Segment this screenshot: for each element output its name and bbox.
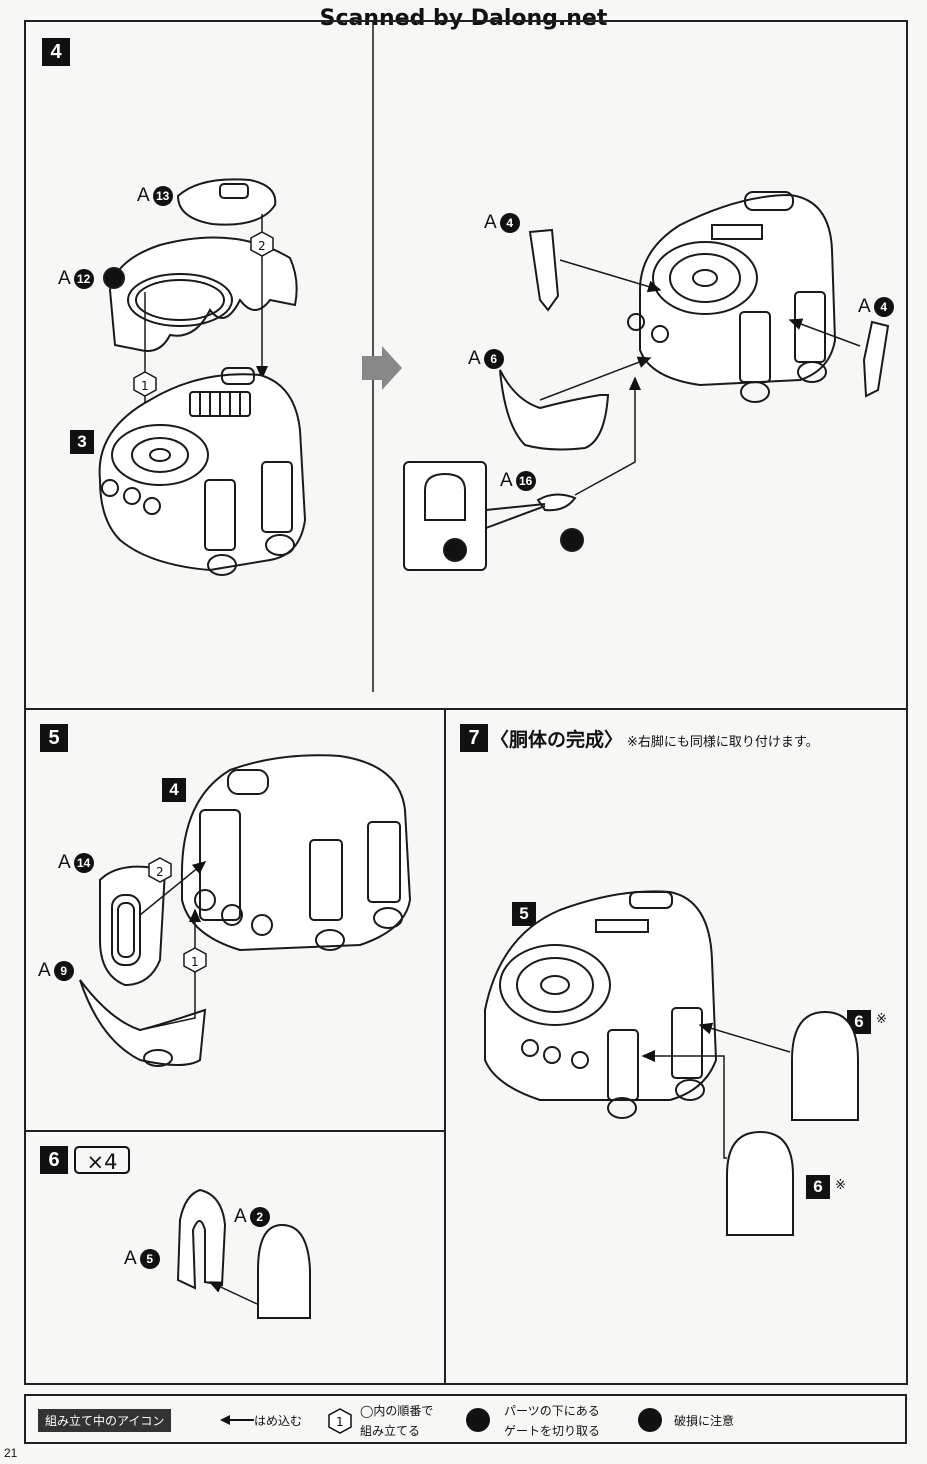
watermark: Scanned by Dalong.net — [319, 6, 608, 31]
body-assembly-finished — [627, 191, 837, 403]
order-circle-icon: 1 — [328, 1408, 352, 1434]
subassembly-3-label: 3 — [70, 430, 94, 454]
step-7-note: ※右脚にも同様に取り付けます。 — [627, 735, 819, 750]
legend-order-text-2: 組み立てる — [360, 1424, 421, 1438]
subassembly-5-label: 5 — [512, 902, 536, 926]
svg-text:2: 2 — [156, 865, 164, 879]
legend-title: 組み立て中のアイコン — [38, 1409, 172, 1432]
icon-legend: 組み立て中のアイコン 1 はめ込む ◯内の順番で 組み立てる パーツの下にある … — [24, 1394, 907, 1444]
step-number-4: 4 — [42, 38, 70, 66]
part-a4-left — [528, 228, 560, 312]
part-6-cap-bottom — [726, 1130, 794, 1236]
svg-text:1: 1 — [336, 1415, 344, 1429]
step-number-7: 7 — [460, 724, 488, 752]
subassembly-4-label: 4 — [162, 778, 186, 802]
note-mark: ※ — [876, 1012, 887, 1027]
step-7-panel — [444, 708, 908, 1385]
breakage-warning-icon — [560, 528, 584, 552]
legend-icons: 1 — [220, 1408, 662, 1434]
part-6-cap-top — [791, 1010, 859, 1121]
gate-cut-icon — [466, 1408, 490, 1432]
legend-order-text-1: ◯内の順番で — [360, 1404, 434, 1418]
part-a5 — [176, 1188, 227, 1290]
svg-text:1: 1 — [191, 955, 199, 969]
body-assembly-3 — [98, 367, 307, 576]
gate-cut-icon — [103, 267, 125, 289]
svg-text:1: 1 — [141, 379, 149, 393]
arrow-icon — [220, 1415, 254, 1425]
breakage-warning-icon — [443, 538, 467, 562]
body-assembly-5 — [484, 890, 718, 1119]
part-a13-cap — [176, 178, 277, 226]
part-a9 — [79, 979, 207, 1066]
part-a16 — [536, 493, 577, 512]
legend-gate-text-2: ゲートを切り取る — [504, 1424, 601, 1438]
page-number: 21 — [4, 1446, 18, 1460]
part-6-ref-bottom: 6 — [806, 1175, 830, 1199]
legend-breakage-text: 破損に注意 — [674, 1414, 735, 1428]
part-a4-right — [862, 320, 890, 398]
step-number-6: 6 — [40, 1146, 68, 1174]
part-a2 — [257, 1223, 311, 1319]
part-a14 — [99, 865, 167, 987]
part-a6 — [499, 369, 610, 451]
part-a12-shell — [108, 236, 298, 352]
legend-snap-text: はめ込む — [254, 1414, 303, 1428]
svg-text:2: 2 — [258, 239, 266, 253]
step-number-5: 5 — [40, 724, 68, 752]
body-assembly-4 — [180, 754, 412, 952]
step-7-title: 〈胴体の完成〉 — [490, 729, 624, 751]
breakage-warning-icon — [638, 1408, 662, 1432]
multiplier-badge: ×4 — [74, 1146, 130, 1174]
next-arrow-icon — [362, 346, 402, 390]
note-mark: ※ — [835, 1178, 846, 1193]
legend-gate-text-1: パーツの下にある — [504, 1404, 600, 1418]
